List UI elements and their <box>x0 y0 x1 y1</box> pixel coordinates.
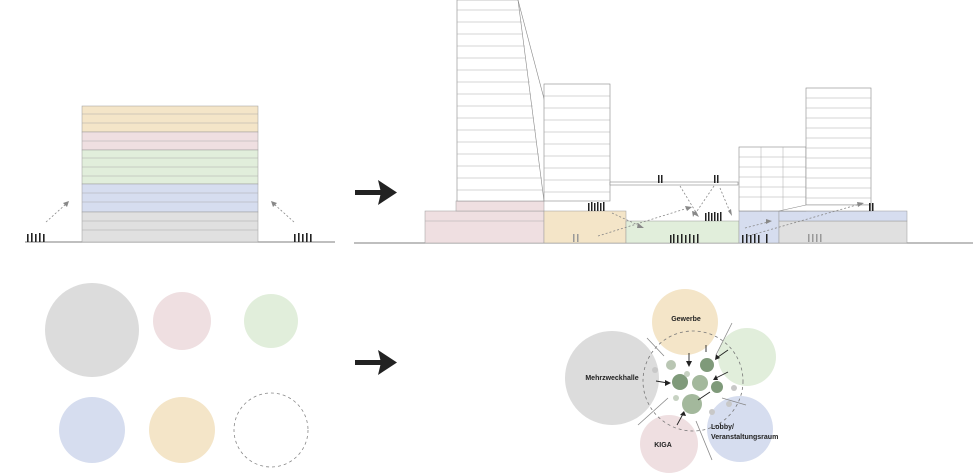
node-6 <box>666 360 676 370</box>
label-gewerbe: Gewerbe <box>671 316 701 323</box>
people-figures-grey <box>573 234 822 242</box>
circle-dashed-empty <box>233 392 309 468</box>
circle-green <box>244 294 298 348</box>
outer-lines <box>637 322 747 461</box>
right-arrow-bottom <box>355 350 397 375</box>
podium-grey <box>778 220 908 244</box>
right-arrow-top <box>355 180 397 205</box>
cluster-circle-dashed <box>642 330 744 432</box>
podium-beige <box>543 210 627 244</box>
tower-mid <box>543 83 611 202</box>
cluster-circle-blue <box>707 396 773 462</box>
program-circles <box>45 283 309 468</box>
cluster-circle-green <box>718 328 776 386</box>
circle-grey <box>45 283 139 377</box>
node-2 <box>692 375 708 391</box>
podium-pink <box>424 210 545 244</box>
label-lobby-line1: Lobby/ <box>711 424 734 431</box>
new-ensemble-section <box>354 0 973 244</box>
label-mehrzweckhalle: Mehrzweckhalle <box>585 375 638 382</box>
circle-beige <box>149 397 215 463</box>
circle-pink <box>153 292 211 350</box>
node-4 <box>711 381 723 393</box>
circle-blue <box>59 397 125 463</box>
program-cluster: Gewerbe Mehrzweckhalle KIGA Lobby/ Veran… <box>565 289 778 473</box>
tower-grid <box>738 146 807 212</box>
dashed-arrows-left <box>45 203 295 223</box>
floor-lines <box>82 113 258 231</box>
dashed-arrows-right <box>597 185 861 237</box>
people-figures-right <box>588 175 874 243</box>
node-1 <box>672 374 688 390</box>
tower-right <box>778 87 872 212</box>
existing-building-section <box>25 105 335 243</box>
people-figures-left <box>27 233 312 242</box>
tower-tall <box>456 0 572 202</box>
label-lobby-line2: Veranstaltungsraum <box>711 434 778 441</box>
node-5 <box>682 394 702 414</box>
cluster-circle-pink <box>640 415 698 473</box>
cluster-circle-grey <box>565 331 659 425</box>
label-kiga: KIGA <box>654 442 672 449</box>
node-3 <box>700 358 714 372</box>
skybridge <box>609 181 739 186</box>
cluster-circle-beige <box>652 289 718 355</box>
